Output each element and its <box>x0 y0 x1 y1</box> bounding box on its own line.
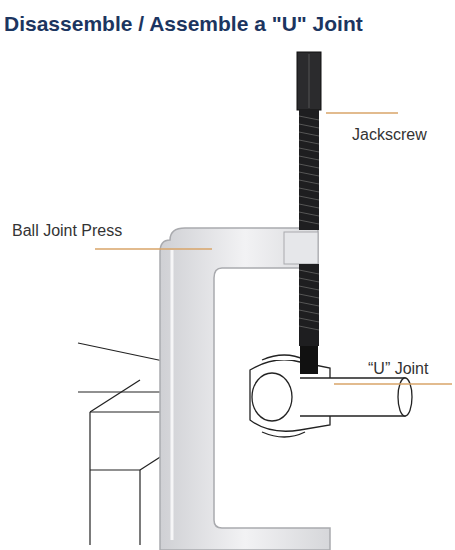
leader-lines <box>95 113 452 384</box>
diagram-title: Disassemble / Assemble a "U" Joint <box>4 12 363 36</box>
part-label: “U” Joint <box>368 360 428 378</box>
part-label: Ball Joint Press <box>12 222 122 240</box>
vise-outline <box>78 343 168 545</box>
ball-joint-press <box>160 228 330 550</box>
jackscrew <box>297 52 321 374</box>
part-label: Jackscrew <box>352 126 427 144</box>
